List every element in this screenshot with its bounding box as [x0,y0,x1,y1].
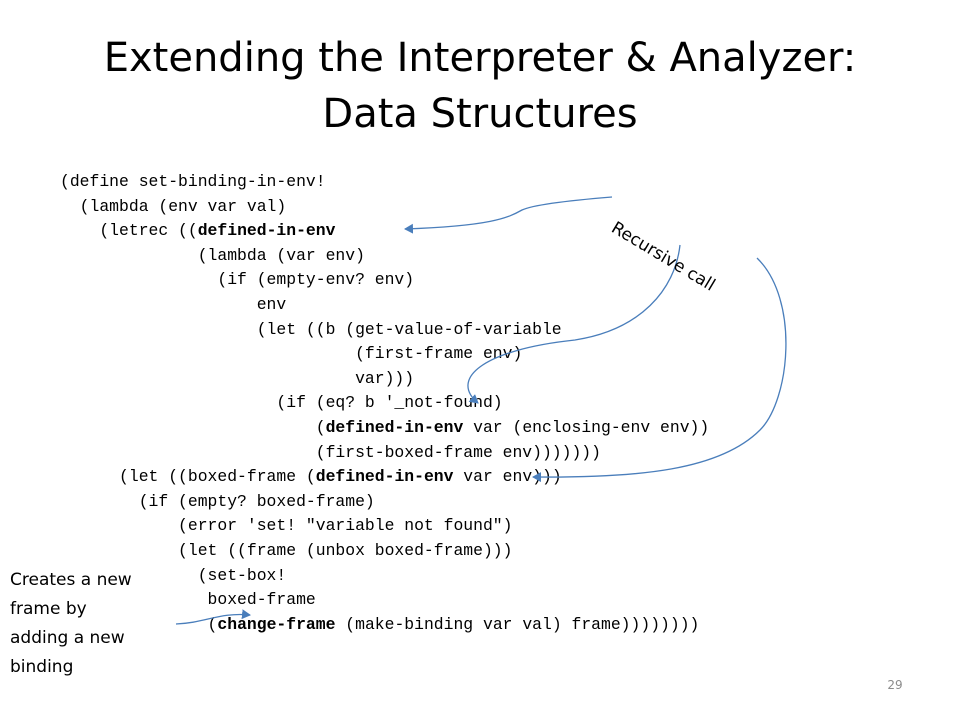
code-line: (if (empty? boxed-frame) [60,490,375,514]
code-text: (make-binding var val) frame)))))))) [335,614,700,634]
code-text: (set-box! [60,565,287,585]
code-text: (lambda (var env) [60,245,365,265]
code-text: (first-boxed-frame env))))))) [60,442,601,462]
code-line: (let ((b (get-value-of-variable [60,318,562,342]
code-line: boxed-frame [60,588,316,612]
code-line: (first-frame env) [60,342,522,366]
note-line-4: binding [10,657,74,677]
code-keyword: defined-in-env [315,467,454,487]
code-line: (let ((frame (unbox boxed-frame))) [60,539,512,563]
code-line: (define set-binding-in-env! [60,170,326,194]
note-line-1: Creates a new [10,570,132,590]
code-text: (lambda (env var val) [60,196,287,216]
code-line: (first-boxed-frame env))))))) [60,441,601,465]
code-keyword: change-frame [217,614,336,634]
code-keyword: defined-in-env [197,221,336,241]
code-line: (letrec ((defined-in-env [60,219,335,243]
title-line-2: Data Structures [322,91,638,137]
arrow-to-definition [404,196,613,234]
arrow-to-change-frame [175,609,251,625]
code-text: ( [60,418,326,437]
code-text: (if (empty-env? env) [60,270,415,290]
code-text: (let ((frame (unbox boxed-frame))) [60,541,513,560]
arrow-recursive-outer [532,257,787,483]
code-text: boxed-frame [60,590,316,610]
code-line: (change-frame (make-binding var val) fra… [60,613,700,637]
code-line: (set-box! [60,564,287,588]
code-text: (define set-binding-in-env! [60,172,326,191]
code-text: env [60,295,287,314]
page-number: 29 [887,678,903,692]
note-line-3: adding a new [10,628,125,648]
code-text: (let ((boxed-frame ( [60,467,316,487]
code-line: env [60,293,287,317]
code-text: ( [60,614,218,634]
title-line-1: Extending the Interpreter & Analyzer: [103,35,857,81]
code-text: (if (empty? boxed-frame) [60,491,375,511]
code-line: (defined-in-env var (enclosing-env env)) [60,416,709,440]
code-text: (error 'set! "variable not found") [60,516,513,536]
code-line: var))) [60,367,414,391]
slide-title: Extending the Interpreter & Analyzer: Da… [0,30,960,142]
code-line: (error 'set! "variable not found") [60,514,512,538]
code-text: var))) [60,368,415,388]
creates-new-frame-note: Creates a new frame by adding a new bind… [10,566,170,682]
code-line: (if (empty-env? env) [60,268,414,292]
code-line: (lambda (env var val) [60,195,287,219]
code-keyword: defined-in-env [325,418,464,437]
code-text: (let ((b (get-value-of-variable [60,319,562,339]
note-line-2: frame by [10,599,87,619]
arrow-recursive-inner [467,244,681,404]
code-text: var (enclosing-env env)) [463,418,710,437]
code-text: (first-frame env) [60,344,523,364]
code-line: (lambda (var env) [60,244,365,268]
code-text: (letrec (( [60,221,198,241]
